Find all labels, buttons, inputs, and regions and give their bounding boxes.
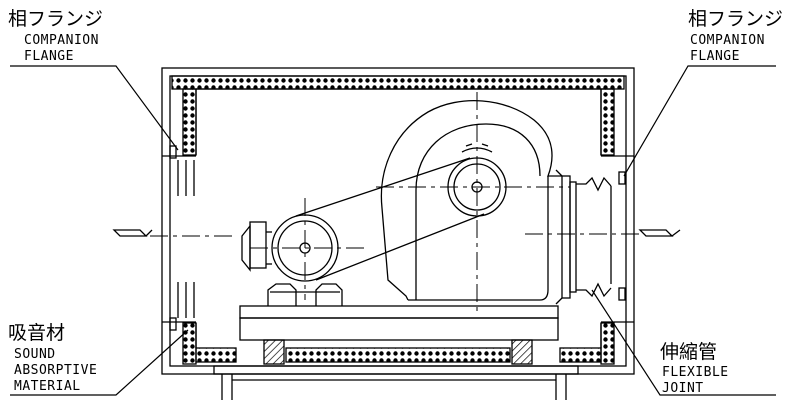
label-companion-flange-jp-right: 相フランジ bbox=[688, 8, 784, 30]
flexible-joint bbox=[555, 169, 612, 305]
v-belt bbox=[295, 157, 485, 281]
label-material-en: MATERIAL bbox=[14, 379, 81, 394]
right-companion-flange bbox=[601, 155, 634, 323]
base-frame bbox=[239, 305, 559, 365]
sound-absorptive-layer bbox=[171, 75, 625, 365]
inner-lining bbox=[195, 88, 602, 348]
casing-outline bbox=[161, 67, 635, 375]
label-sound-en: SOUND bbox=[14, 347, 56, 362]
airflow-arrows bbox=[112, 229, 681, 237]
label-companion-flange-en-right: COMPANION bbox=[690, 33, 765, 48]
label-flexible-joint-jp: 伸縮管 bbox=[660, 341, 718, 363]
label-absorptive-en: ABSORPTIVE bbox=[14, 363, 98, 378]
centerlines bbox=[150, 92, 640, 314]
label-flange-en-right: FLANGE bbox=[690, 49, 740, 64]
leader-lines bbox=[10, 65, 776, 396]
label-joint-en: JOINT bbox=[662, 381, 704, 396]
label-flexible-en: FLEXIBLE bbox=[662, 365, 729, 380]
left-companion-flange bbox=[162, 145, 196, 331]
label-companion-flange-jp-left: 相フランジ bbox=[8, 8, 104, 30]
motor-base bbox=[267, 283, 343, 306]
channel-base bbox=[213, 365, 579, 400]
label-sound-absorptive-jp: 吸音材 bbox=[8, 322, 66, 344]
fan-scroll-housing bbox=[380, 100, 562, 301]
label-companion-flange-en-left: COMPANION bbox=[24, 33, 99, 48]
label-flange-en-left: FLANGE bbox=[24, 49, 74, 64]
